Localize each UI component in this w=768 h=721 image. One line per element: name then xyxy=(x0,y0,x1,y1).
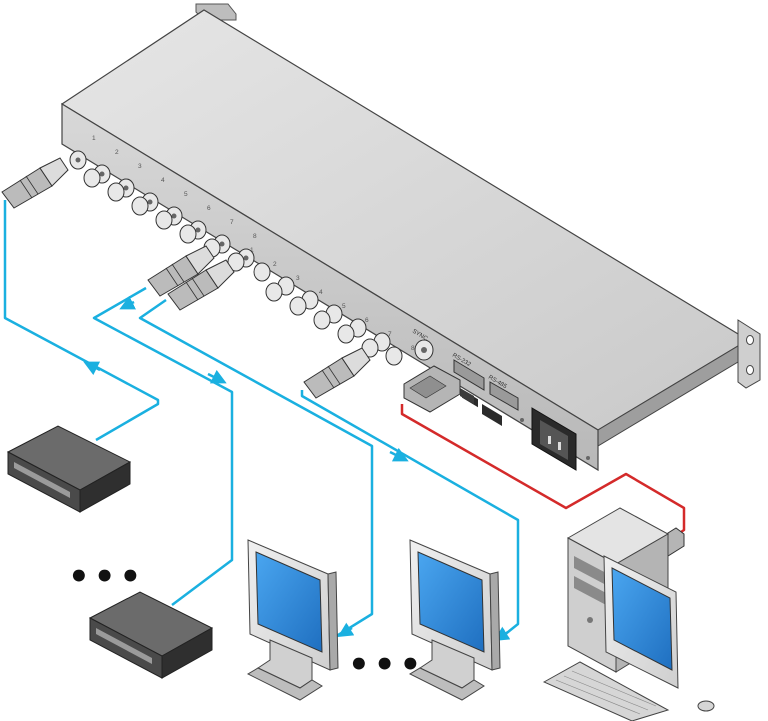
pc-workstation[interactable] xyxy=(542,507,715,721)
monitor-screen xyxy=(417,551,485,653)
port-label: 2 xyxy=(115,149,119,156)
more-sources-ellipsis: ••• xyxy=(68,557,145,597)
more-outputs-ellipsis: ••• xyxy=(348,645,425,685)
bnc-pin xyxy=(99,171,105,177)
monitor-2[interactable] xyxy=(408,539,501,701)
port-label: 1 xyxy=(250,247,254,254)
bnc-connector-icon[interactable] xyxy=(155,210,173,230)
flow-arrow xyxy=(207,369,227,384)
flow-arrow xyxy=(337,622,355,637)
monitor-screen xyxy=(255,551,323,653)
bnc-connector-icon[interactable] xyxy=(83,168,101,188)
bnc-plug-icon xyxy=(39,157,69,187)
port-label: 7 xyxy=(388,331,392,338)
screw xyxy=(520,418,524,422)
power-socket-icon[interactable] xyxy=(531,407,577,471)
bnc-pin xyxy=(147,199,153,205)
port-label: 3 xyxy=(138,163,142,170)
flow-arrow xyxy=(83,361,101,376)
keyboard-icon xyxy=(542,661,670,721)
port-label: 3 xyxy=(296,275,300,282)
terminal-block[interactable] xyxy=(482,404,502,426)
bnc-connector-icon[interactable] xyxy=(289,296,307,316)
video-source-1[interactable] xyxy=(6,425,132,513)
bnc-plug-icon xyxy=(205,259,235,289)
terminal-block[interactable] xyxy=(460,388,474,404)
port-label: 6 xyxy=(207,205,211,212)
rack-ear-hole xyxy=(746,365,754,375)
bnc-plug-icon xyxy=(341,347,371,377)
rs232-plug xyxy=(409,375,447,399)
bnc-connector-icon[interactable] xyxy=(131,196,149,216)
monitor-1[interactable] xyxy=(246,539,339,701)
rs232-port[interactable]: RS-232 xyxy=(451,353,485,391)
bnc-pin xyxy=(195,227,201,233)
mouse-icon xyxy=(697,700,715,712)
port-label: 8 xyxy=(253,233,257,240)
control-cable xyxy=(400,365,686,557)
bnc-plugs xyxy=(1,157,371,399)
bnc-connector-icon[interactable] xyxy=(385,346,403,366)
port-label: 2 xyxy=(273,261,277,268)
flow-arrow xyxy=(119,295,137,310)
video-cable xyxy=(92,286,234,606)
port-label: 8 xyxy=(411,345,415,352)
bnc-connector-icon[interactable] xyxy=(337,324,355,344)
port-label: 5 xyxy=(342,303,346,310)
video-cable xyxy=(300,390,520,641)
screw xyxy=(586,456,590,460)
port-label: 1 xyxy=(92,135,96,142)
monitor-screen xyxy=(611,567,673,671)
rack-ear-right xyxy=(737,319,761,389)
bnc-connector-icon[interactable] xyxy=(313,310,331,330)
bnc-connector-icon[interactable] xyxy=(179,224,197,244)
bnc-connector-icon[interactable] xyxy=(265,282,283,302)
bnc-plug-icon xyxy=(185,245,215,275)
rs232-cable xyxy=(400,404,686,540)
bnc-pin xyxy=(123,185,129,191)
bnc-row-top-pins xyxy=(75,157,249,261)
video-cable xyxy=(3,200,160,442)
bnc-pin xyxy=(421,347,427,353)
bnc-connector-icon[interactable] xyxy=(253,262,271,282)
bnc-connector-icon[interactable] xyxy=(227,252,245,272)
bnc-pin xyxy=(75,157,81,163)
switcher-device: 1 2 3 4 5 6 7 8 1 2 3 4 5 6 7 8 xyxy=(60,3,761,472)
port-label: 4 xyxy=(319,289,323,296)
port-label: 4 xyxy=(161,177,165,184)
flow-arrow xyxy=(493,626,511,641)
bnc-connector-icon[interactable] xyxy=(107,182,125,202)
power-button xyxy=(587,617,593,623)
video-cables xyxy=(3,200,520,642)
bnc-pin xyxy=(171,213,177,219)
flow-arrow xyxy=(389,447,409,462)
video-source-2[interactable] xyxy=(88,591,214,679)
bnc-plug-rings xyxy=(19,175,341,389)
video-cable xyxy=(138,298,374,642)
rack-ear-hole xyxy=(746,335,754,345)
bnc-pin xyxy=(243,255,249,261)
bnc-pin xyxy=(219,241,225,247)
port-label: 6 xyxy=(365,317,369,324)
bnc-row-bottom xyxy=(83,168,403,366)
port-label: 5 xyxy=(184,191,188,198)
port-label: 7 xyxy=(230,219,234,226)
